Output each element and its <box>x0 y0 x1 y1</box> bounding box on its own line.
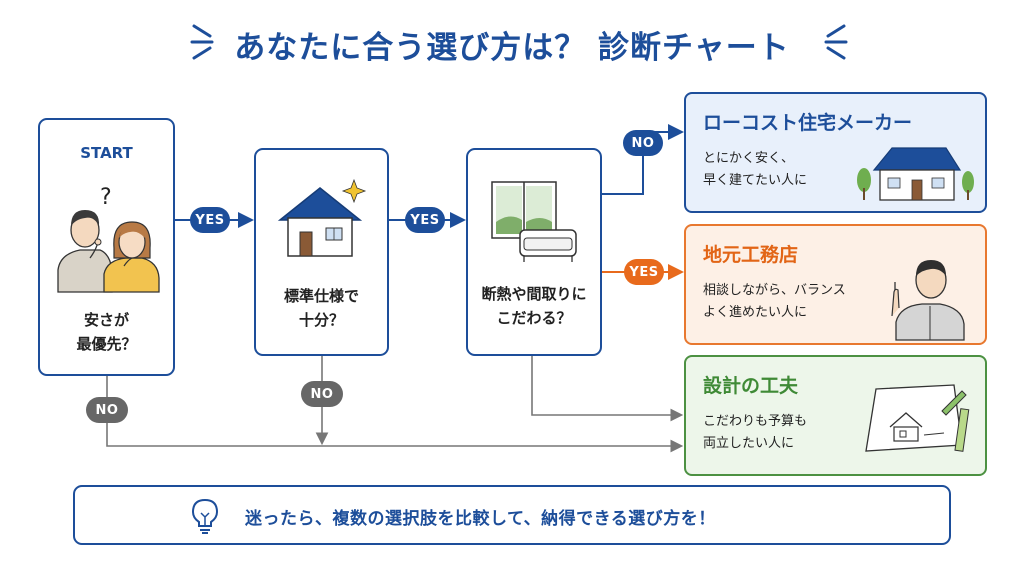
start-question-line-1: 安さが <box>83 311 129 329</box>
result-1-title: ローコスト住宅メーカー <box>703 112 913 134</box>
result-3-desc-line-2: 両立したい人に <box>703 436 795 451</box>
yes-label-start: YES <box>190 207 230 233</box>
result-2-title: 地元工務店 <box>703 244 799 266</box>
result-1-desc-line-2: 早く建てたい人に <box>703 173 808 188</box>
svg-text:?: ? <box>100 185 112 210</box>
start-question-line-2: 最優先？ <box>76 335 137 353</box>
insulation-layout-question-box: 断熱や間取りに こだわる？ <box>466 148 602 356</box>
standard-spec-question-text: 標準仕様で 十分？ <box>256 284 387 332</box>
q2-question-line-1: 標準仕様で <box>283 287 359 305</box>
no-label-start: NO <box>86 397 128 423</box>
no-label-q3: NO <box>623 130 663 156</box>
result-2-desc: 相談しながら、バランス よく進めたい人に <box>703 280 846 324</box>
title-sparkle-right-icon <box>824 24 848 60</box>
house-trees-icon <box>857 147 974 201</box>
builder-worker-icon <box>891 260 965 341</box>
standard-spec-question-box: 標準仕様で 十分？ <box>254 148 389 356</box>
q2-question-line-2: 十分？ <box>298 311 344 329</box>
yes-label-q2: YES <box>405 207 445 233</box>
house-sparkle-icon <box>277 178 367 257</box>
result-3-desc: こだわりも予算も 両立したい人に <box>703 411 807 455</box>
tip-banner: 迷ったら、複数の選択肢を比較して、納得できる選び方を！ <box>73 485 951 545</box>
result-3-title: 設計の工夫 <box>703 375 799 397</box>
no-label-q2: NO <box>301 381 343 407</box>
connector-q3-result3 <box>531 356 684 422</box>
result-2-desc-line-2: よく進めたい人に <box>703 305 808 320</box>
result-lowcost-maker: ローコスト住宅メーカー とにかく安く、 早く建てたい人に <box>684 92 987 213</box>
q3-question-line-2: こだわる？ <box>496 309 572 327</box>
insulation-question-text: 断熱や間取りに こだわる？ <box>468 282 600 330</box>
yes-label-q3: YES <box>624 259 664 285</box>
title-sparkle-left-icon <box>190 24 214 60</box>
window-sofa-icon <box>491 181 577 262</box>
lightbulb-icon <box>191 498 219 534</box>
connector-start-result3 <box>106 376 684 453</box>
tip-text: 迷ったら、複数の選択肢を比較して、納得できる選び方を！ <box>245 509 716 529</box>
result-local-builder: 地元工務店 相談しながら、バランス よく進めたい人に <box>684 224 987 345</box>
q3-question-line-1: 断熱や間取りに <box>481 285 587 303</box>
connector-q3-result1 <box>602 152 644 195</box>
result-1-desc: とにかく安く、 早く建てたい人に <box>703 148 807 192</box>
page-title: あなたに合う選び方は？ 診断チャート <box>234 30 790 66</box>
start-question-box: START ? 安さが 最優先？ <box>38 118 175 376</box>
result-design-ingenuity: 設計の工夫 こだわりも予算も 両立したい人に <box>684 355 987 476</box>
start-question-text: 安さが 最優先？ <box>40 308 173 356</box>
result-1-desc-line-1: とにかく安く、 <box>703 151 795 166</box>
result-2-desc-line-1: 相談しながら、バランス <box>703 283 846 298</box>
result-3-desc-line-1: こだわりも予算も <box>703 414 808 429</box>
blueprint-pencil-icon <box>865 384 970 452</box>
start-label: START <box>80 144 133 162</box>
thinking-couple-icon: ? <box>57 185 160 293</box>
